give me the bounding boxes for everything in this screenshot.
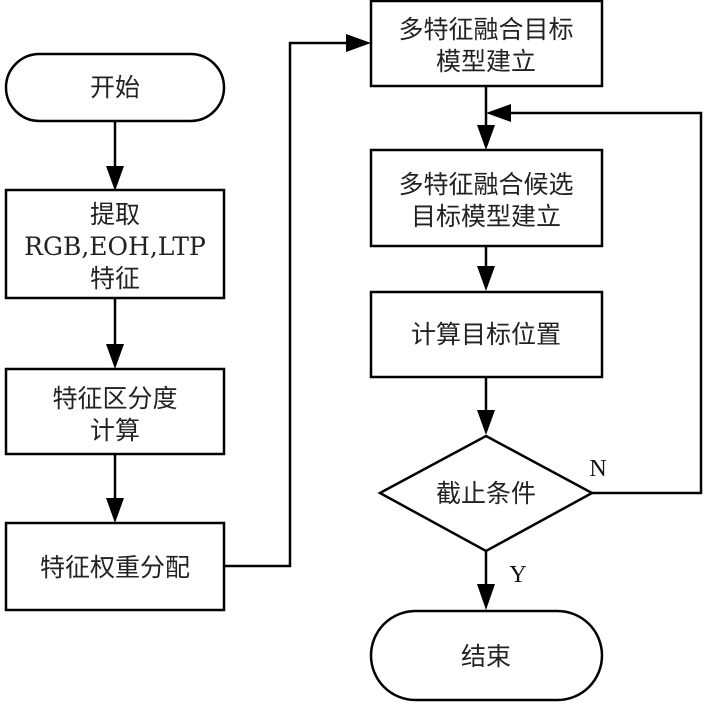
node-label: 模型建立: [436, 47, 536, 76]
arrow-head: [486, 104, 511, 122]
arrow-head: [106, 498, 124, 523]
process-box: [369, 290, 604, 379]
process-box: [4, 521, 226, 612]
process-box: [4, 188, 226, 300]
node-label: 计算: [90, 416, 140, 445]
arrow-head: [477, 410, 495, 435]
node-extract: 提取 RGB,EOH,LTP 特征: [4, 188, 226, 300]
process-box: [4, 367, 226, 456]
node-label: 结束: [461, 642, 511, 671]
decision-diamond: [377, 434, 595, 553]
node-label: 目标模型建立: [411, 202, 561, 231]
node-label: 开始: [90, 73, 140, 102]
node-start: 开始: [4, 52, 226, 123]
node-stop-condition: 截止条件: [377, 434, 595, 553]
node-target-model: 多特征融合目标 模型建立: [369, 0, 604, 88]
arrow-head: [477, 584, 495, 610]
edge-decision-no-loop: [505, 111, 703, 495]
node-end: 结束: [369, 609, 604, 702]
node-label: 计算目标位置: [411, 320, 561, 349]
node-candidate-model: 多特征融合候选 目标模型建立: [369, 148, 604, 248]
terminal-shape: [4, 52, 226, 123]
process-box: [369, 148, 604, 248]
node-compute-position: 计算目标位置: [369, 290, 604, 379]
edge-label-yes: Y: [509, 562, 526, 588]
node-label: RGB,EOH,LTP: [24, 232, 206, 261]
terminal-shape: [369, 609, 604, 702]
arrow-head: [106, 344, 124, 369]
node-discrimination: 特征区分度 计算: [4, 367, 226, 456]
node-weights: 特征权重分配: [4, 521, 226, 612]
process-box: [369, 0, 604, 88]
node-label: 截止条件: [436, 479, 536, 508]
edge-weights-target-model: [224, 41, 352, 568]
arrow-head: [477, 266, 495, 291]
node-label: 特征权重分配: [40, 553, 190, 582]
edge-label-no: N: [589, 456, 606, 482]
arrow-head: [106, 166, 124, 191]
connectors: [106, 34, 703, 610]
node-label: 多特征融合候选: [398, 170, 573, 199]
node-label: 提取: [90, 200, 140, 229]
arrow-head: [346, 34, 371, 52]
node-label: 特征: [90, 264, 140, 293]
arrow-head: [477, 125, 495, 150]
node-label: 多特征融合目标: [398, 15, 573, 44]
node-label: 特征区分度: [52, 384, 177, 413]
